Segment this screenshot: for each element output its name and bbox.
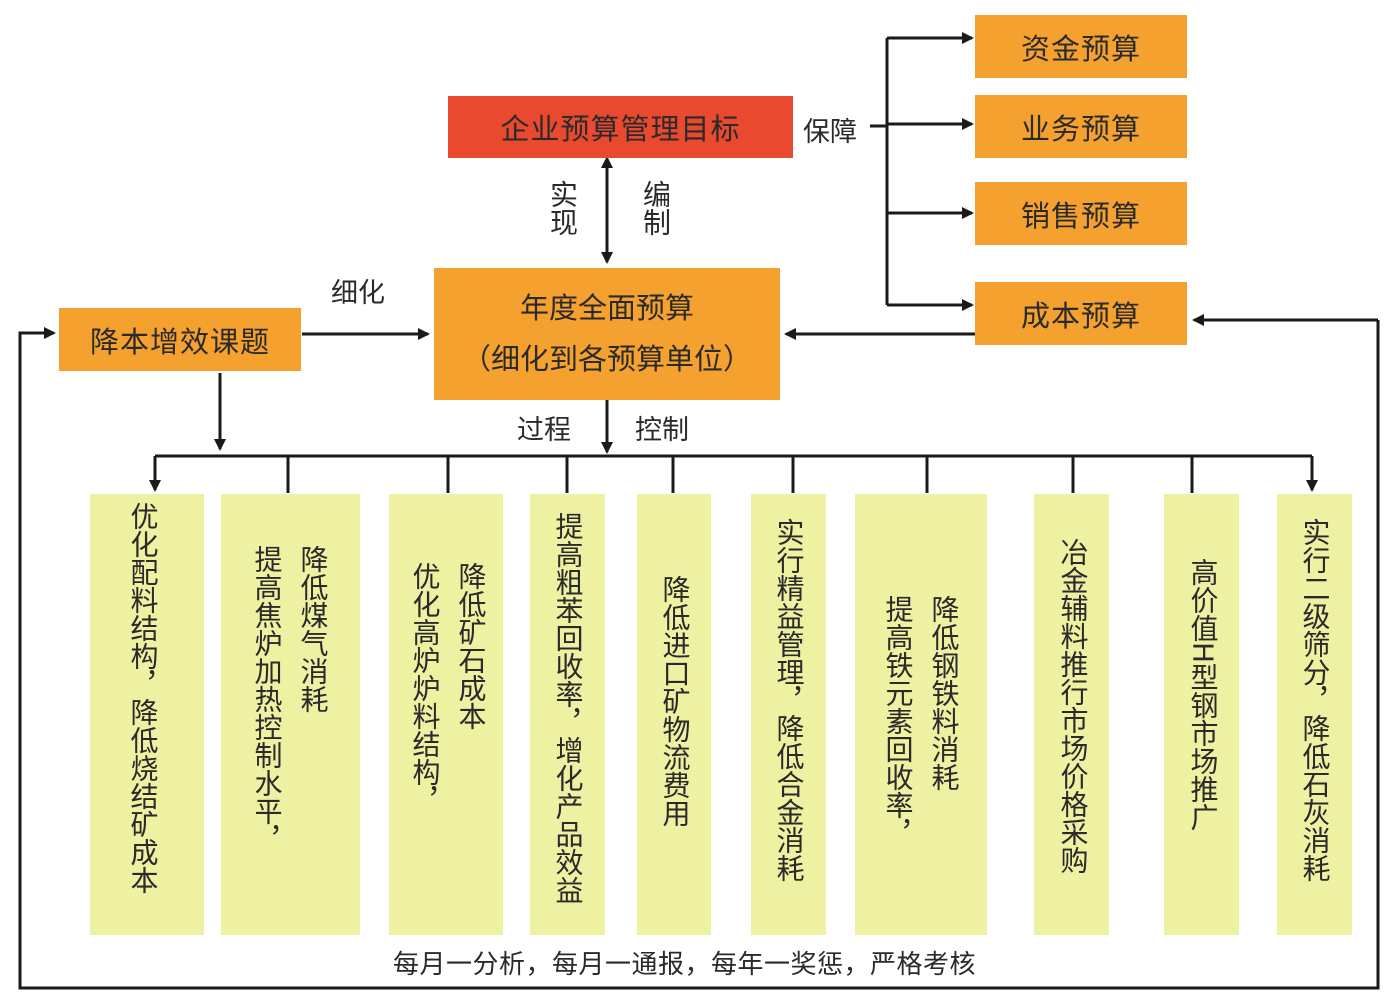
sales-budget-box: 销售预算 bbox=[975, 182, 1187, 245]
measure-7-text-b: 提高铁元素回收率， bbox=[881, 595, 915, 847]
assessment-footer: 每月一分析，每月一通报，每年一奖惩，严格考核 bbox=[393, 950, 977, 980]
measure-7-text-a: 降低钢铁料消耗 bbox=[927, 595, 961, 791]
measure-1-text: 优化配料结构，降低烧结矿成本 bbox=[126, 502, 160, 894]
measure-6-text: 实行精益管理，降低合金消耗 bbox=[772, 518, 806, 882]
capital-budget-label: 资金预算 bbox=[1020, 31, 1141, 66]
measure-box-9 bbox=[1164, 494, 1239, 935]
measure-box-3 bbox=[389, 494, 503, 935]
measure-box-5 bbox=[637, 494, 711, 935]
measure-box-1 bbox=[90, 494, 204, 935]
measure-3-text-a: 降低矿石成本 bbox=[454, 562, 488, 730]
realize-label: 实现 bbox=[546, 180, 579, 236]
business-budget-label: 业务预算 bbox=[1020, 111, 1141, 146]
measure-box-4 bbox=[530, 494, 605, 935]
measure-2-text-a: 降低煤气消耗 bbox=[296, 545, 330, 713]
measure-8-text: 冶金辅料推行市场价格采购 bbox=[1056, 538, 1090, 874]
measure-box-7 bbox=[855, 494, 987, 935]
guarantee-label: 保障 bbox=[803, 117, 857, 148]
enterprise-budget-goal-label: 企业预算管理目标 bbox=[500, 112, 741, 146]
measure-2-text-b: 提高焦炉加热控制水平， bbox=[250, 545, 284, 853]
cost-budget-label: 成本预算 bbox=[1020, 298, 1141, 333]
enterprise-budget-goal-box: 企业预算管理目标 bbox=[448, 96, 793, 158]
measure-10-text: 实行二级筛分，降低石灰消耗 bbox=[1298, 518, 1332, 882]
cost-reduction-topics-box: 降本增效课题 bbox=[59, 308, 301, 371]
measure-box-6 bbox=[751, 494, 826, 935]
measure-box-10 bbox=[1277, 494, 1352, 935]
measure-3-text-b: 优化高炉炉料结构， bbox=[408, 562, 442, 814]
cost-reduction-topics-label: 降本增效课题 bbox=[89, 324, 270, 359]
control-label: 控制 bbox=[635, 415, 689, 446]
measure-box-8 bbox=[1034, 494, 1109, 935]
cost-budget-box: 成本预算 bbox=[975, 282, 1187, 345]
measure-box-2 bbox=[221, 494, 360, 935]
measure-4-text: 提高粗苯回收率，增化产品效益 bbox=[551, 512, 585, 904]
compile-label: 编制 bbox=[639, 180, 672, 236]
annual-budget-title: 年度全面预算 bbox=[519, 291, 694, 326]
measure-5-text: 降低进口矿物流费用 bbox=[658, 575, 692, 827]
process-label: 过程 bbox=[517, 415, 571, 446]
annual-budget-box: 年度全面预算 （细化到各预算单位） bbox=[434, 268, 780, 400]
annual-budget-subtitle: （细化到各预算单位） bbox=[461, 342, 752, 376]
capital-budget-box: 资金预算 bbox=[975, 15, 1187, 78]
sales-budget-label: 销售预算 bbox=[1020, 198, 1141, 233]
refine-label: 细化 bbox=[331, 278, 385, 309]
measure-9-text: 高价值H型钢市场推广 bbox=[1186, 558, 1220, 832]
business-budget-box: 业务预算 bbox=[975, 95, 1187, 158]
